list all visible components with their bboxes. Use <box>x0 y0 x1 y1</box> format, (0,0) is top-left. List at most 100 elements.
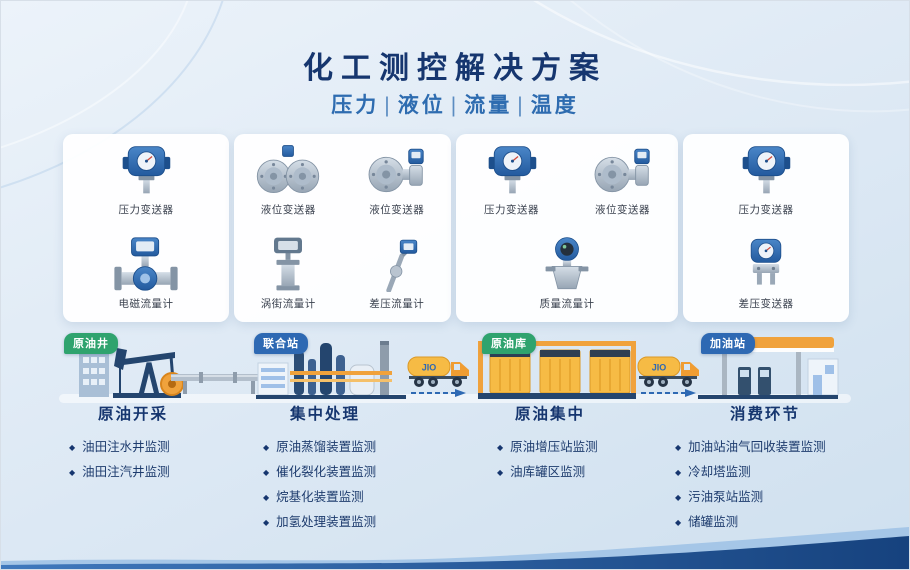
monitoring-item-label: 催化裂化装置监测 <box>276 465 377 479</box>
product-card-2: 液位变送器 液位变送器 涡街流量计 差压流量计 <box>234 134 451 322</box>
dp-flowmeter-icon <box>358 236 436 292</box>
level-transmitter-icon <box>249 142 327 198</box>
page-subtitle: 压力|液位|流量|温度 <box>1 89 909 119</box>
monitoring-item: ◆冷却塔监测 <box>675 460 861 485</box>
product-label: 液位变送器 <box>595 204 650 216</box>
monitoring-item: ◆ 原油增压站监测 <box>497 435 609 460</box>
oil-depot-illustration <box>478 341 636 399</box>
product-item: 液位变送器 <box>567 134 678 228</box>
product-item: 涡街流量计 <box>234 228 343 322</box>
product-label: 液位变送器 <box>369 204 425 216</box>
monitoring-item: ◆ 加油站油气回收装置监测 <box>675 435 861 460</box>
product-item: 液位变送器 <box>234 134 343 228</box>
monitoring-item-label: 油田注汽井监测 <box>82 465 170 479</box>
truck-brand-label: JIO <box>422 363 437 373</box>
subtitle-part-pressure: 压力 <box>331 94 380 117</box>
monitoring-item-label: 原油蒸馏装置监测 <box>276 440 377 454</box>
product-item: 压力变送器 <box>683 134 849 228</box>
stage-badge-joint-station: 联合站 <box>254 333 308 354</box>
page-title: 化工测控解决方案 <box>303 52 607 85</box>
monitoring-item-label: 加氢处理装置监测 <box>276 515 377 529</box>
diamond-bullet-icon: ◆ <box>263 493 270 502</box>
stage-badge-gas-station: 加油站 <box>701 333 755 354</box>
section-title: 原油集中 <box>514 406 585 423</box>
section-crude-collection: 原油集中 ◆ 原油增压站监测 ◆ 油库罐区监测 <box>491 402 609 485</box>
monitoring-item-label: 污油泵站监测 <box>688 490 764 504</box>
product-label: 压力变送器 <box>738 204 794 216</box>
tanker-truck-illustration: JIO <box>407 356 469 397</box>
bottom-wave-decoration <box>1 527 909 569</box>
subtitle-divider: | <box>517 94 526 117</box>
section-central-processing: 集中处理 ◆ 原油蒸馏装置监测 ◆ 催化裂化装置监测 ◆ 烷基化装置监测 ◆ 加氢处理装… <box>257 402 393 535</box>
diamond-bullet-icon: ◆ <box>675 443 682 452</box>
tanker-truck-illustration: JIO <box>637 356 699 397</box>
subtitle-part-flow: 流量 <box>464 94 513 117</box>
monitoring-item: ◆ 原油蒸馏装置监测 <box>263 435 393 460</box>
monitoring-item: ◆ 催化裂化装置监测 <box>263 460 393 485</box>
monitoring-list: ◆ 油田注水井监测 ◆ 油田注汽井监测 <box>63 435 203 485</box>
section-title: 集中处理 <box>289 406 360 423</box>
pressure-transmitter-icon <box>727 142 805 198</box>
stage-badge-oil-depot: 原油库 <box>482 333 536 354</box>
monitoring-item: ◆ 烷基化装置监测 <box>263 485 393 510</box>
monitoring-item: ◆ 加氢处理装置监测 <box>263 510 393 535</box>
product-card-3: 压力变送器 液位变送器 质量流量计 <box>456 134 678 322</box>
monitoring-item: ◆ 油库罐区监测 <box>497 460 609 485</box>
monitoring-item-label: 烷基化装置监测 <box>276 490 364 504</box>
monitoring-item-label: 冷却塔监测 <box>688 465 751 479</box>
section-consumption: 消费环节 ◆ 加油站油气回收装置监测 ◆冷却塔监测 ◆ 污油泵站监测 ◆储罐监测 <box>669 402 861 535</box>
section-title: 消费环节 <box>729 406 800 423</box>
pressure-transmitter-icon <box>107 142 185 198</box>
monitoring-item-label: 油田注水井监测 <box>82 440 170 454</box>
diamond-bullet-icon: ◆ <box>263 468 270 477</box>
diamond-bullet-icon: ◆ <box>69 468 76 477</box>
product-item: 差压变送器 <box>683 228 849 322</box>
product-item: 质量流量计 <box>456 228 678 322</box>
product-item: 液位变送器 <box>343 134 452 228</box>
subtitle-part-level: 液位 <box>397 94 446 117</box>
diamond-bullet-icon: ◆ <box>263 518 270 527</box>
dp-transmitter-icon <box>727 236 805 292</box>
pipeline-illustration <box>171 372 271 394</box>
level-transmitter-icon <box>358 142 436 198</box>
mass-flowmeter-icon <box>528 236 606 292</box>
product-label: 电磁流量计 <box>118 298 174 310</box>
monitoring-item-label: 储罐监测 <box>688 515 739 529</box>
monitoring-item-label: 原油增压站监测 <box>510 440 598 454</box>
diamond-bullet-icon: ◆ <box>497 468 504 477</box>
product-label: 质量流量计 <box>539 298 595 310</box>
product-card-4: 压力变送器 差压变送器 <box>683 134 849 322</box>
diamond-bullet-icon: ◆ <box>675 493 682 502</box>
product-label: 液位变送器 <box>260 204 316 216</box>
section-crude-extraction: 原油开采 ◆ 油田注水井监测 ◆ 油田注汽井监测 <box>63 402 203 485</box>
monitoring-item: ◆ 油田注汽井监测 <box>69 460 203 485</box>
monitoring-item-label: 加油站油气回收装置监测 <box>688 440 826 454</box>
product-label: 差压流量计 <box>369 298 425 310</box>
diamond-bullet-icon: ◆ <box>263 443 270 452</box>
product-label: 压力变送器 <box>118 204 174 216</box>
product-label: 涡街流量计 <box>260 298 316 310</box>
product-label: 压力变送器 <box>484 204 539 216</box>
monitoring-item: ◆储罐监测 <box>675 510 861 535</box>
subtitle-divider: | <box>384 94 393 117</box>
flow-ground-strip <box>59 394 851 403</box>
product-label: 差压变送器 <box>738 298 794 310</box>
diamond-bullet-icon: ◆ <box>69 443 76 452</box>
monitoring-list: ◆ 原油增压站监测 ◆ 油库罐区监测 <box>491 435 609 485</box>
subtitle-part-temperature: 温度 <box>530 94 579 117</box>
monitoring-item: ◆ 污油泵站监测 <box>675 485 861 510</box>
monitoring-item: ◆ 油田注水井监测 <box>69 435 203 460</box>
diamond-bullet-icon: ◆ <box>497 443 504 452</box>
product-card-1: 压力变送器 电磁流量计 <box>63 134 229 322</box>
product-item: 差压流量计 <box>343 228 452 322</box>
section-title: 原油开采 <box>97 406 168 423</box>
electromagnetic-flowmeter-icon <box>107 236 185 292</box>
product-item: 压力变送器 <box>456 134 567 228</box>
vortex-flowmeter-icon <box>249 236 327 292</box>
stage-badge-oil-well: 原油井 <box>64 333 118 354</box>
subtitle-divider: | <box>450 94 460 117</box>
monitoring-item-label: 油库罐区监测 <box>510 465 586 479</box>
monitoring-list: ◆ 加油站油气回收装置监测 ◆冷却塔监测 ◆ 污油泵站监测 ◆储罐监测 <box>669 435 861 535</box>
pressure-transmitter-icon <box>473 142 551 198</box>
